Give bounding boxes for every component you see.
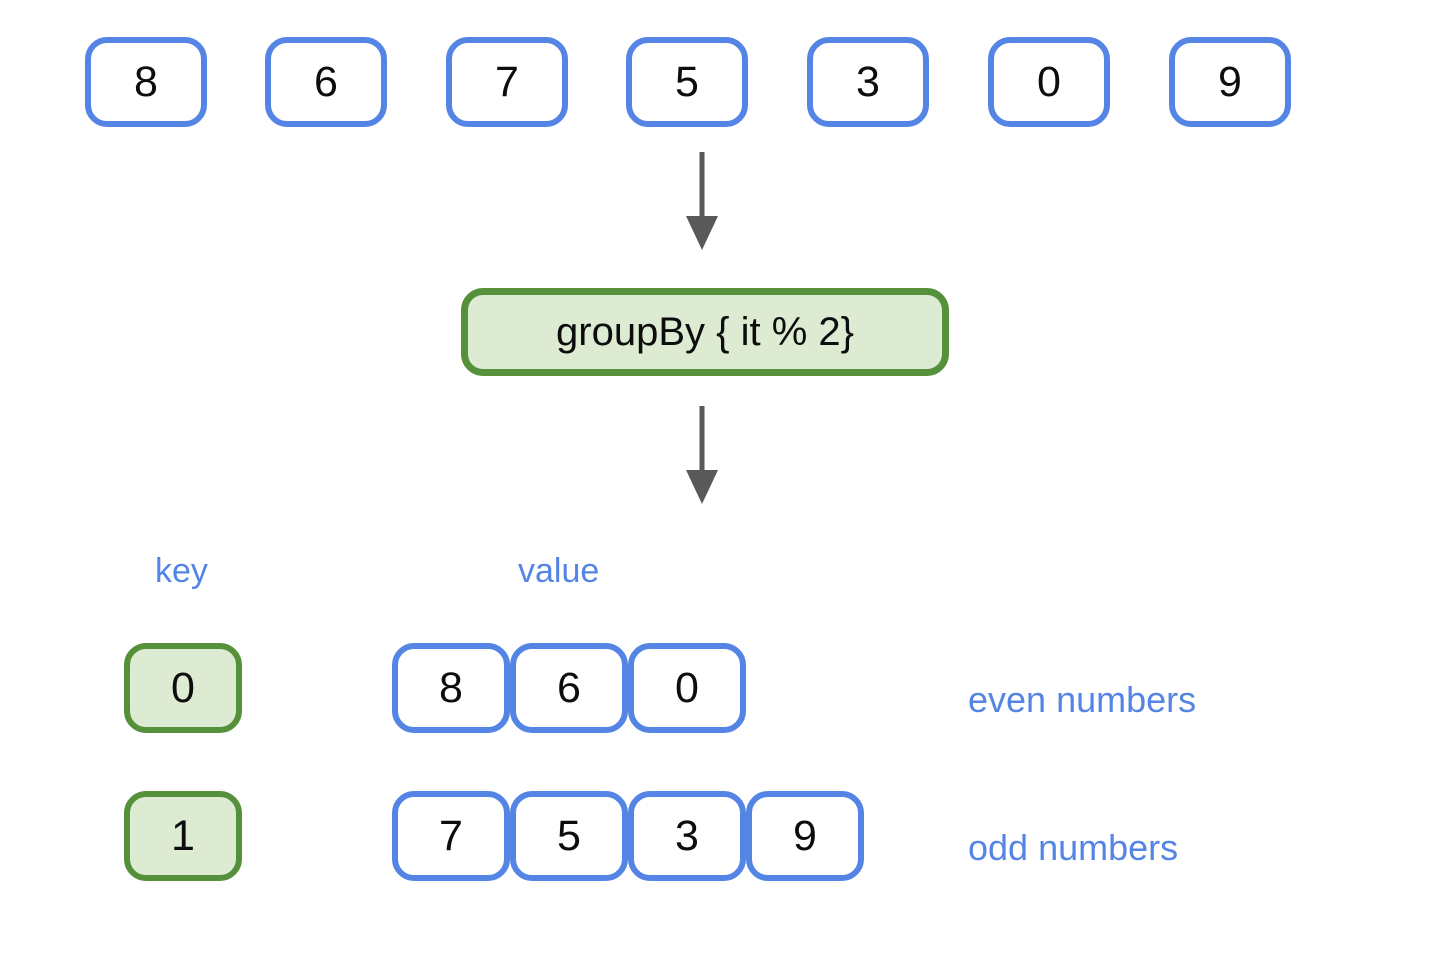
annotation-odd-numbers: odd numbers (968, 827, 1179, 868)
result-value-1-0[interactable]: 7 (392, 791, 510, 881)
input-item-2[interactable]: 7 (446, 37, 568, 127)
input-item-3[interactable]: 5 (626, 37, 748, 127)
result-value-0-0[interactable]: 8 (392, 643, 510, 733)
result-value-1-2[interactable]: 3 (628, 791, 746, 881)
result-value-0-2[interactable]: 0 (628, 643, 746, 733)
input-item-6[interactable]: 9 (1169, 37, 1291, 127)
input-item-4[interactable]: 3 (807, 37, 929, 127)
result-value-0-1[interactable]: 6 (510, 643, 628, 733)
result-key-1[interactable]: 1 (124, 791, 242, 881)
input-item-0[interactable]: 8 (85, 37, 207, 127)
column-header-key: key (155, 552, 208, 590)
input-item-5[interactable]: 0 (988, 37, 1110, 127)
result-value-1-3[interactable]: 9 (746, 791, 864, 881)
result-value-1-1[interactable]: 5 (510, 791, 628, 881)
arrow-input-to-operation (676, 152, 728, 252)
input-item-1[interactable]: 6 (265, 37, 387, 127)
result-key-0[interactable]: 0 (124, 643, 242, 733)
operation-groupby-box[interactable]: groupBy { it % 2} (461, 288, 949, 376)
column-header-value: value (518, 552, 600, 590)
annotation-even-numbers: even numbers (968, 679, 1197, 720)
arrow-operation-to-result (676, 406, 728, 506)
